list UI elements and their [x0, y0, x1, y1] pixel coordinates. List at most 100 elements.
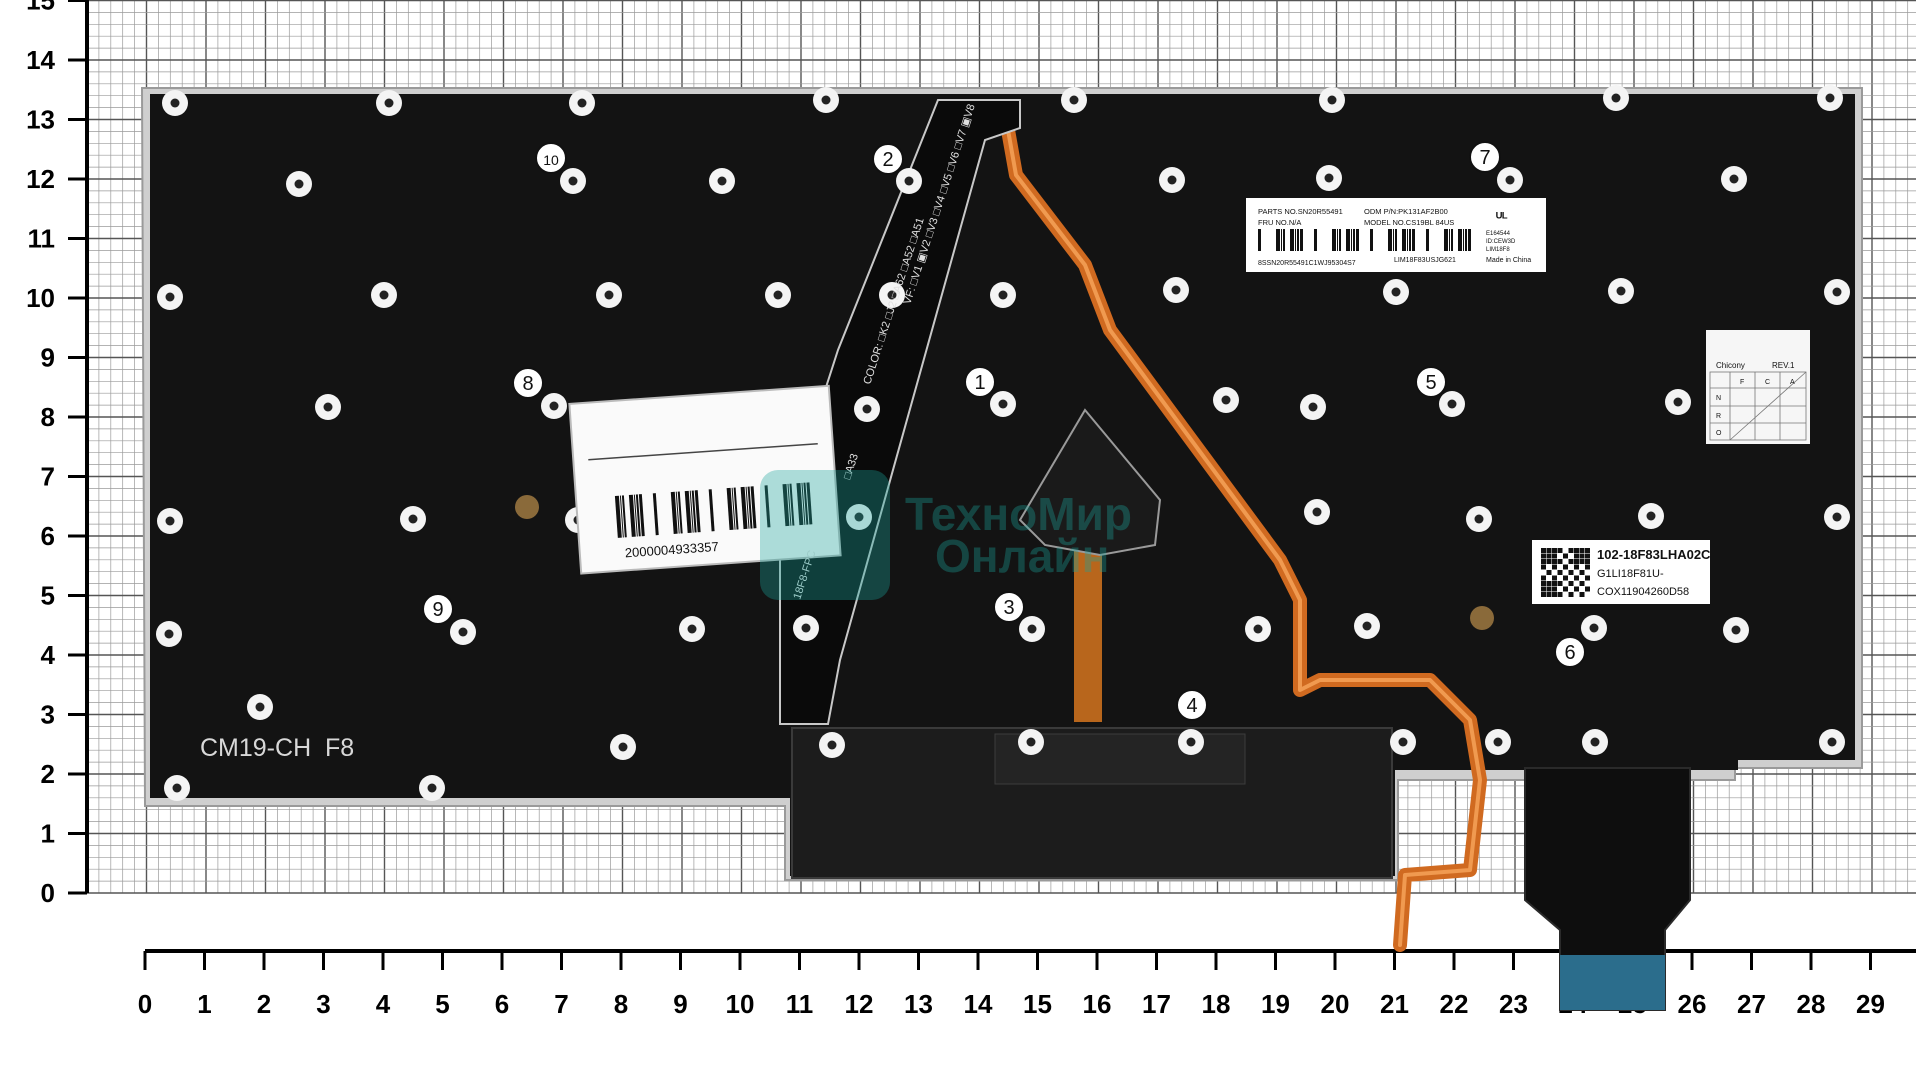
qr-cell: [1579, 592, 1585, 597]
bar: [747, 486, 753, 529]
marker-number: 1: [974, 372, 985, 394]
y-tick-label: 3: [41, 700, 55, 730]
qr-cell: [1541, 553, 1546, 559]
screw-hole-center: [1027, 624, 1037, 634]
x-tick-label: 26: [1678, 989, 1707, 1019]
qr-cell: [1557, 559, 1563, 564]
bar: [1451, 229, 1453, 251]
watermark-line-1: ТехноМир: [905, 488, 1132, 540]
qr-cell: [1585, 564, 1590, 570]
marker-circle: [1176, 689, 1208, 721]
bar: [750, 486, 757, 529]
qr-cell: [1557, 570, 1563, 575]
qr-cell: [1552, 559, 1557, 564]
bar: [745, 486, 750, 529]
screw-hole-center: [1026, 737, 1036, 747]
marker-circle: [872, 143, 904, 175]
y-tick-label: 1: [41, 819, 55, 849]
screw-hole-center: [717, 176, 727, 186]
marker-number: 6: [1564, 642, 1575, 664]
qr-cell: [1574, 548, 1579, 553]
odm-number: ODM P/N:PK131AF2B00: [1364, 207, 1448, 216]
screw-hole-center: [1253, 624, 1263, 634]
screw-hole-center: [408, 514, 418, 524]
screw-hole-center: [1324, 173, 1334, 183]
qr-cell: [1574, 559, 1579, 564]
marker-circle: [993, 591, 1025, 623]
screw-hole-center: [1616, 286, 1626, 296]
qr-cell: [1546, 559, 1552, 564]
x-axis-labels: 0123456789101112131415161718192021222324…: [138, 951, 1916, 1019]
bar: [1339, 229, 1341, 251]
bar: [1297, 229, 1299, 251]
screw-hole-center: [1327, 95, 1337, 105]
x-tick-label: 18: [1202, 989, 1231, 1019]
marker-number: 4: [1186, 695, 1197, 717]
qr-cell: [1568, 581, 1574, 586]
bar: [740, 486, 748, 530]
x-tick-label: 23: [1499, 989, 1528, 1019]
bar: [1351, 229, 1352, 251]
barcode-number: 2000004933357: [624, 539, 719, 561]
bar: [1314, 229, 1317, 251]
x-tick-label: 0: [138, 989, 152, 1019]
screw-hole-center: [255, 702, 265, 712]
qr-cell: [1574, 586, 1579, 592]
y-tick-label: 15: [26, 0, 55, 16]
bar: [621, 495, 627, 538]
bar: [1426, 229, 1429, 251]
origin: Made in China: [1486, 257, 1531, 264]
screw-hole-center: [165, 292, 175, 302]
qr-cell: [1574, 564, 1579, 570]
screw-hole-center: [1221, 395, 1231, 405]
model-marking: CM19-CH F8: [200, 734, 354, 762]
bar: [1300, 229, 1303, 251]
qr-line-2: G1LI18F81U-: [1597, 568, 1664, 580]
orange-flex-ribbon: [1001, 123, 1487, 952]
screw-holes: [156, 85, 1850, 801]
qr-cell: [1552, 553, 1557, 559]
qr-cell: [1552, 564, 1557, 570]
x-tick-label: 3: [316, 989, 330, 1019]
screw-hole-center: [323, 402, 333, 412]
screw-hole-center: [577, 98, 587, 108]
x-tick-label: 27: [1737, 989, 1766, 1019]
bar: [1412, 229, 1415, 251]
qr-cell: [1552, 548, 1557, 553]
label-barcode: [1258, 229, 1471, 251]
ul-mark-icon: ᵁᴸ: [1496, 209, 1508, 225]
qr-cell: [1557, 581, 1563, 586]
qr-cell: [1579, 553, 1585, 559]
qr-cell: [1563, 586, 1568, 592]
qr-cell: [1574, 575, 1579, 581]
screw-hole-center: [1493, 737, 1503, 747]
fru-number: FRU NO.N/A: [1258, 218, 1301, 227]
qr-cell: [1568, 559, 1574, 564]
screw-hole-center: [827, 740, 837, 750]
screw-hole-center: [568, 176, 578, 186]
screw-hole-center: [687, 624, 697, 634]
bar: [638, 494, 645, 537]
qr-cell: [1541, 559, 1546, 564]
bar: [782, 483, 790, 527]
qr-cell: [1557, 592, 1563, 597]
qr-cell: [1585, 586, 1590, 592]
x-tick-label: 13: [904, 989, 933, 1019]
x-tick-label: 21: [1380, 989, 1409, 1019]
connector-tip: [1560, 955, 1665, 1010]
cert-code-1: E164544: [1486, 231, 1511, 237]
marker-number: 9: [432, 599, 443, 621]
screw-hole-center: [379, 290, 389, 300]
chicony-col-a: A: [1790, 379, 1795, 386]
screw-hole-center: [887, 290, 897, 300]
qr-cell: [1552, 592, 1557, 597]
screw-hole-center: [801, 623, 811, 633]
bar: [614, 495, 622, 538]
screw-hole-center: [1646, 511, 1656, 521]
screw-hole-center: [458, 627, 468, 637]
cert-code-3: LIM18F8: [1486, 247, 1510, 253]
qr-cell: [1563, 564, 1568, 570]
x-tick-label: 2: [257, 989, 271, 1019]
qr-cell: [1552, 586, 1557, 592]
